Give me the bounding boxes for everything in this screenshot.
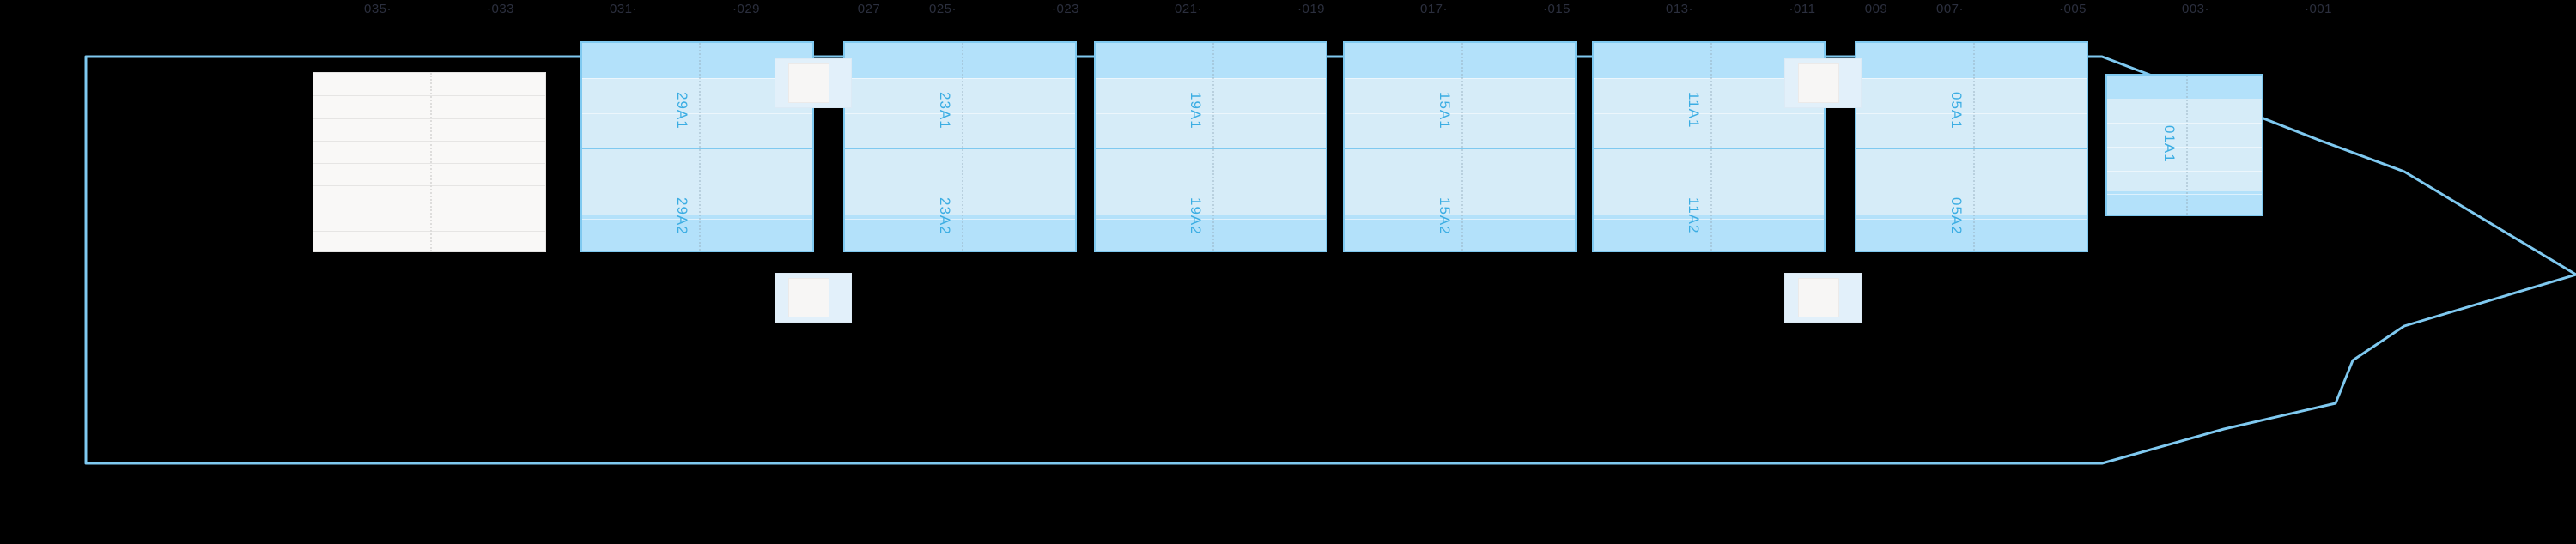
engine-room-row-divider (313, 185, 545, 186)
hold-29-top-tier (582, 43, 812, 78)
ruler-tick-009: 009 (1864, 2, 1888, 16)
hold-15-tier-divider (1345, 78, 1575, 79)
hold-29-tier-divider (582, 219, 812, 220)
ruler-tick-023: ·023 (1051, 2, 1080, 16)
engine-room-row-divider (313, 141, 545, 142)
ruler-tick-007: 007· (1935, 2, 1965, 16)
hold-05-tier-divider (1856, 113, 2087, 114)
hold-19-centerline (1212, 43, 1214, 251)
hold-15-lower-label: 15A2 (1437, 197, 1453, 235)
hold-01-top-tier (2107, 76, 2262, 99)
engine-room-row-divider (313, 118, 545, 119)
hold-05-top-tier (1856, 43, 2087, 78)
ruler-tick-005: ·005 (2058, 2, 2087, 16)
hold-05-bottom-tier (1856, 215, 2087, 251)
hold-15-upper-label: 15A1 (1437, 92, 1453, 130)
ruler-tick-001: ·001 (2304, 2, 2333, 16)
hold-19-upper-label: 19A1 (1188, 92, 1204, 130)
hold-29-centerline (699, 43, 701, 251)
hold-23-tier-divider (845, 113, 1075, 114)
hold-11-upper-label: 11A1 (1686, 92, 1702, 129)
hold-19-tier-divider (1096, 78, 1326, 79)
bay-number-ruler: 035· ·033 031· ·029 027 025· ·023 021· ·019 017· ·… (0, 0, 2576, 24)
ruler-tick-035: 035· (363, 2, 392, 16)
hold-05-deck-midline (1856, 148, 2087, 149)
hold-01-centerline (2186, 76, 2188, 215)
hatch-bridge-1-lower-cover[interactable] (788, 278, 829, 317)
hold-15[interactable] (1343, 41, 1577, 252)
hold-15-tier-divider (1345, 219, 1575, 220)
ruler-tick-003: 003· (2181, 2, 2210, 16)
hold-01[interactable] (2105, 74, 2263, 216)
hold-29-tier-divider (582, 113, 812, 114)
hold-01-tier-divider (2107, 123, 2262, 124)
engine-room-centerline (430, 73, 432, 251)
hold-23-bottom-tier (845, 215, 1075, 251)
ruler-tick-021: 021· (1174, 2, 1203, 16)
hold-23-upper-label: 23A1 (937, 92, 953, 130)
hold-19[interactable] (1094, 41, 1327, 252)
hold-19-top-tier (1096, 43, 1326, 78)
hatch-bridge-2-upper-cover[interactable] (1798, 63, 1839, 103)
hold-01-tier-divider (2107, 147, 2262, 148)
hold-05-tier-divider (1856, 219, 2087, 220)
hold-23-tier-divider (845, 78, 1075, 79)
hold-11-deck-midline (1594, 148, 1824, 149)
hold-11-tier-divider (1594, 78, 1824, 79)
hold-05-lower-label: 05A2 (1948, 197, 1965, 235)
hold-19-tier-divider (1096, 219, 1326, 220)
ruler-tick-027: 027 (857, 2, 881, 16)
hold-11-bottom-tier (1594, 215, 1824, 251)
hold-01-upper-label: 01A1 (2161, 124, 2178, 163)
ruler-tick-015: ·015 (1542, 2, 1571, 16)
hold-05-tier-divider (1856, 78, 2087, 79)
hatch-bridge-1-upper-cover[interactable] (788, 63, 829, 103)
hold-19-deck-midline (1096, 148, 1326, 149)
engine-room-row-divider (313, 163, 545, 164)
ruler-tick-033: ·033 (486, 2, 515, 16)
ruler-tick-031: 031· (609, 2, 638, 16)
hold-15-deck-midline (1345, 148, 1575, 149)
hold-29-deck-midline (582, 148, 812, 149)
ruler-tick-013: 013· (1665, 2, 1694, 16)
engine-room-row-divider (313, 95, 545, 96)
ruler-tick-029: ·029 (732, 2, 761, 16)
hold-15-bottom-tier (1345, 215, 1575, 251)
hold-19-lower-label: 19A2 (1188, 197, 1204, 235)
ruler-tick-019: ·019 (1297, 2, 1326, 16)
ruler-tick-011: ·011 (1789, 2, 1816, 16)
hold-11-tier-divider (1594, 219, 1824, 220)
hold-19-bottom-tier (1096, 215, 1326, 251)
hold-23-tier-divider (845, 219, 1075, 220)
hold-15-tier-divider (1345, 113, 1575, 114)
hold-23-centerline (962, 43, 963, 251)
hold-23-deck-midline (845, 148, 1075, 149)
hold-11-lower-label: 11A2 (1686, 197, 1702, 234)
hold-15-centerline (1461, 43, 1463, 251)
hold-15-top-tier (1345, 43, 1575, 78)
hold-05[interactable] (1855, 41, 2088, 252)
hold-05-upper-label: 05A1 (1948, 92, 1965, 130)
ruler-tick-025: 025· (928, 2, 957, 16)
hold-29-tier-divider (582, 78, 812, 79)
ruler-tick-017: 017· (1419, 2, 1449, 16)
hold-11-centerline (1710, 43, 1712, 251)
engine-room-block[interactable] (313, 72, 546, 252)
hatch-bridge-2-lower-cover[interactable] (1798, 278, 1839, 317)
hold-23-top-tier (845, 43, 1075, 78)
hold-29-upper-label: 29A1 (674, 92, 690, 130)
hold-01-tier-divider (2107, 194, 2262, 195)
hold-23[interactable] (843, 41, 1077, 252)
hold-29-lower-label: 29A2 (674, 197, 690, 235)
hold-01-tier-divider (2107, 171, 2262, 172)
hold-23-lower-label: 23A2 (937, 197, 953, 235)
hold-05-centerline (1973, 43, 1975, 251)
hold-19-tier-divider (1096, 113, 1326, 114)
hold-29-bottom-tier (582, 215, 812, 251)
hold-11-tier-divider (1594, 113, 1824, 114)
engine-room-row-divider (313, 231, 545, 232)
hold-01-bottom-tier (2107, 191, 2262, 215)
